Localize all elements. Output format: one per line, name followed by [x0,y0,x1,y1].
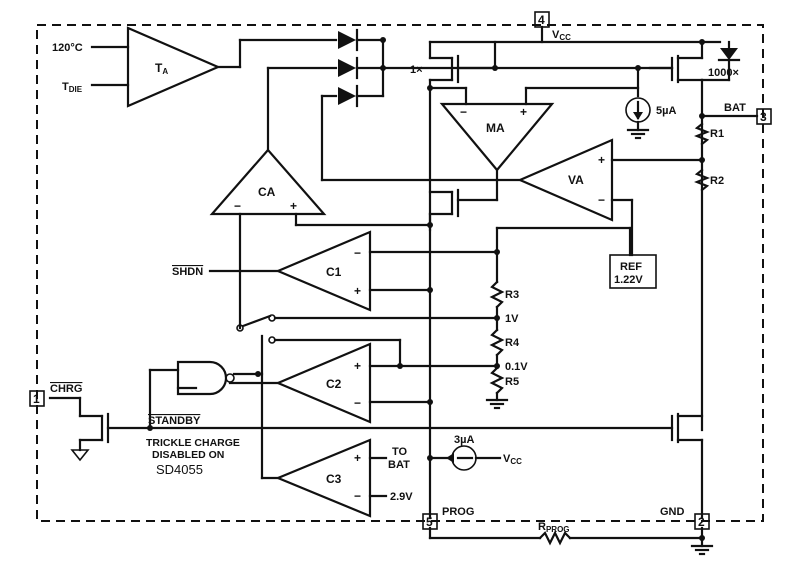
c2-minus: − [354,396,361,410]
ma-amplifier [428,86,640,202]
gnd-pin-label: GND [660,506,685,518]
resistor-ladder [485,226,509,410]
prog-line [427,212,502,520]
gnd-fet [670,412,704,520]
ca-amplifier [209,148,432,330]
bat-divider [694,113,759,192]
ca-minus: − [234,199,241,213]
ca-plus: + [290,199,297,213]
pin-2-number: 2 [698,515,705,529]
diode-3 [320,84,522,182]
rprog-network [428,526,714,556]
va-plus: + [598,153,605,167]
c2-plus: + [354,359,361,373]
pin-5-number: 5 [426,515,433,529]
mirror-fet-1x [427,40,497,232]
diode-1 [338,28,385,52]
rprog-label: RPROG [538,521,570,534]
pin-5-box [422,513,438,530]
pin-3-number: 3 [760,110,767,124]
chrg-pin-label: CHRG [50,383,82,395]
c1-minus: − [354,246,361,260]
c1-comparator [208,230,499,312]
part-number: SD4055 [156,462,203,477]
to-bat-label-2: BAT [388,459,410,471]
nand-gate [148,360,264,430]
prog-pin-label: PROG [442,506,474,518]
pin-4-box [534,11,550,28]
c3-label: C3 [326,472,342,486]
c2-comparator [228,342,499,424]
v01-tap-label: 0.1V [505,361,528,373]
r1-label: R1 [710,128,724,140]
part-label-bg [152,461,240,477]
ratio-1x-label: 1× [410,64,423,76]
c3-comparator [260,438,388,518]
c1-label: C1 [326,265,342,279]
ratio-1000x-label: 1000× [708,67,739,79]
r5-label: R5 [505,376,519,388]
bat-pin-label: BAT [724,102,746,114]
diode-2 [266,56,385,152]
va-label: VA [568,173,584,187]
current-source-5ua [625,65,651,140]
pin-1-number: 1 [33,392,40,406]
ref-box [609,254,657,289]
tdie-input-label: TDIE [62,81,83,94]
vcc-3ua-label: VCC [503,453,522,466]
r3-label: R3 [505,289,519,301]
va-amplifier [517,138,705,257]
ma-minus: − [460,105,467,119]
ta-amplifier [90,26,338,108]
v1-tap-label: 1V [505,313,519,325]
standby-label: STANDBY [148,415,201,427]
vcc-pin-label: VCC [552,29,571,42]
control-fet [428,188,499,218]
va-minus: − [598,193,605,207]
r4-label: R4 [505,337,520,349]
selector-switch [236,314,499,480]
pin-3-box [756,108,772,125]
standby-line [48,396,674,462]
trickle-note-2: DISABLED ON [152,449,224,461]
shdn-label: SHDN [172,266,203,278]
c2-label: C2 [326,377,342,391]
c3-minus: − [354,489,361,503]
c3-plus: + [354,451,361,465]
ma-label: MA [486,121,505,135]
ref-label-2: 1.22V [614,274,643,286]
trickle-note-1: TRICKLE CHARGE [146,437,240,449]
temp-input-label: 120°C [52,42,83,54]
ref-label-1: REF [620,261,642,273]
ic-boundary [36,24,764,522]
pin-2-box [694,513,710,530]
c1-plus: + [354,284,361,298]
r2-label: R2 [710,175,724,187]
pin-4-number: 4 [538,13,545,27]
ca-label: CA [258,185,276,199]
v29-label: 2.9V [390,491,413,503]
to-bat-label-1: TO [392,446,408,458]
ma-plus: + [520,105,527,119]
current-3ua-label: 3µA [454,434,474,446]
vcc-rail [428,25,722,60]
ta-label: TA [155,61,168,76]
current-5ua-label: 5µA [656,105,676,117]
pin-1-box [29,390,45,407]
power-fet-1000x [493,39,741,432]
